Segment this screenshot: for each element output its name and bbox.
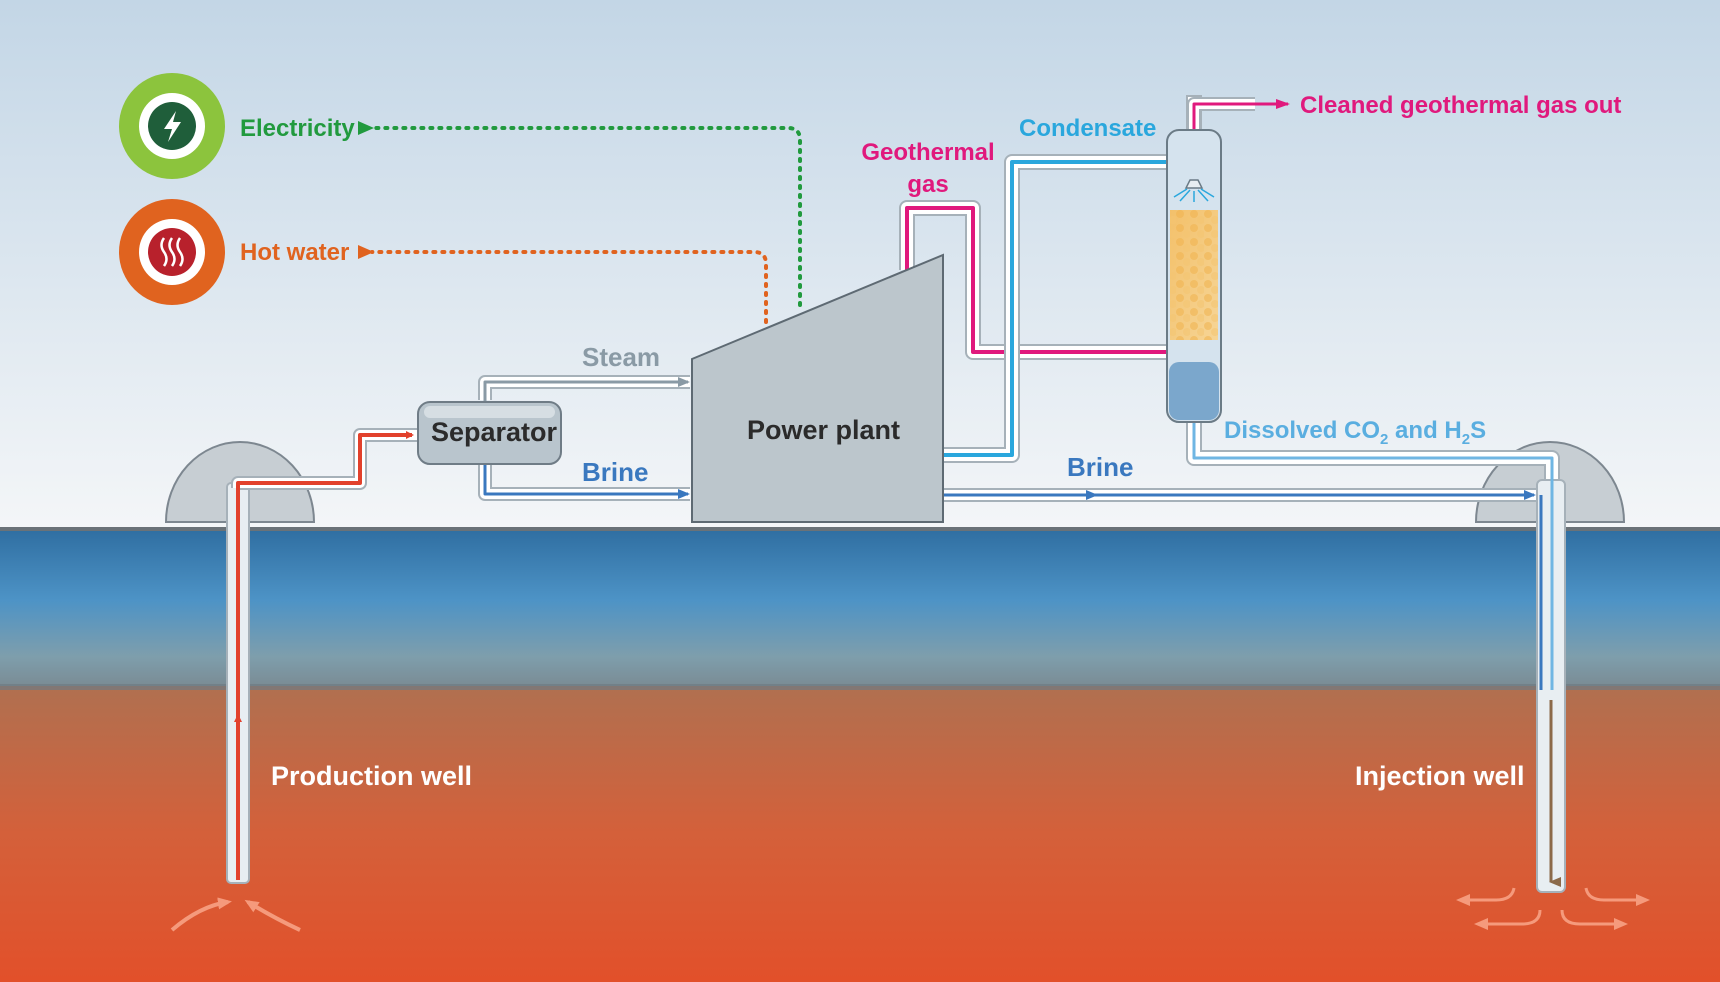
- reservoir-outflow-4: [1560, 909, 1628, 930]
- reservoir-inflow-left: [170, 897, 232, 932]
- geothermal-gas-label-line2: gas: [907, 171, 948, 198]
- reservoir-inflow-right: [244, 899, 301, 932]
- injection-well-label: Injection well: [1355, 761, 1525, 791]
- geothermal-gas-flow: [905, 206, 1188, 357]
- spray-nozzle-icon: [1184, 179, 1204, 189]
- separator-label: Separator: [431, 417, 558, 447]
- hot-water-label: Hot water: [240, 239, 349, 266]
- condensate-label: Condensate: [1019, 115, 1156, 142]
- lightning-bolt-icon: [119, 73, 225, 179]
- brine-label-right: Brine: [1067, 452, 1133, 482]
- cleaned-gas-out-label: Cleaned geothermal gas out: [1300, 92, 1621, 119]
- ground-line: [0, 527, 1720, 531]
- rock-boundary: [0, 684, 1720, 690]
- production-well-label: Production well: [271, 761, 472, 791]
- production-to-separator-flow: [236, 431, 414, 492]
- brine-label-left: Brine: [582, 457, 648, 487]
- dissolved-gases-label: Dissolved CO2 and H2S: [1224, 417, 1486, 448]
- brine-flow-left: [483, 460, 690, 499]
- cleaned-gas-flow: [1192, 99, 1290, 138]
- power-plant-label: Power plant: [747, 415, 900, 445]
- separator-highlight: [424, 406, 555, 418]
- geothermal-gas-label-line1: Geothermal: [861, 139, 994, 166]
- earth-layer: [0, 686, 1720, 982]
- electricity-label: Electricity: [240, 115, 355, 142]
- spray-droplets: [1173, 188, 1215, 202]
- reservoir-outflow-2: [1474, 909, 1542, 930]
- scrubber-liquid: [1169, 362, 1219, 420]
- steam-label: Steam: [582, 342, 660, 372]
- reservoir-outflow-1: [1456, 887, 1516, 906]
- steam-flow: [483, 377, 690, 402]
- heat-waves-icon: [119, 199, 225, 305]
- water-layer: [0, 527, 1720, 689]
- scrubber-packing-texture: [1170, 210, 1218, 340]
- reservoir-outflow-3: [1584, 887, 1650, 906]
- electricity-dotted-line: [358, 121, 802, 307]
- power-plant-building: [691, 253, 944, 523]
